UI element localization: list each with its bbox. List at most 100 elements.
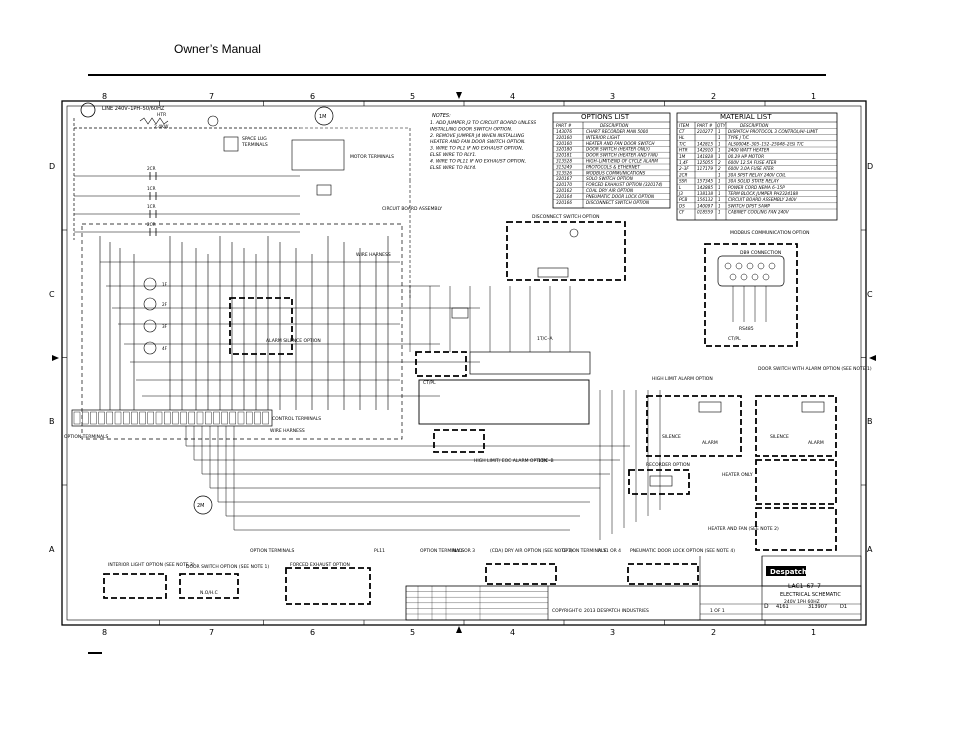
material-row-cell: 1 (718, 197, 721, 202)
high-limit-alarm-option-box (646, 395, 742, 457)
column-marker-bottom: 1 (811, 628, 816, 637)
center-arrow-bottom (456, 626, 462, 633)
options-row-part: 320160 (556, 141, 572, 146)
options-row-desc: MODBUS COMMUNICATIONS (586, 170, 646, 175)
cda-dry-air-option-title: (CDA) DRY AIR OPTION (SEE NOTE 3) (490, 548, 573, 554)
row-marker-left: C (49, 290, 55, 299)
alarm-silence-label: ALARM SILENCE OPTION (266, 338, 321, 344)
wire-harness-label-2: WIRE HARNESS (270, 428, 305, 434)
material-row-cell: 1 (718, 129, 721, 134)
material-row-cell: DISPATCH PROTOCOL 3 CONTROL/HI–LIMIT (728, 129, 818, 134)
page-header: Owner’s Manual (174, 42, 261, 56)
heater-and-fan-label: HEATER AND FAN (SEE NOTE 2) (708, 526, 779, 532)
note-line: 1. ADD JUMPER J3 TO CIRCUIT BOARD UNLESS (430, 120, 536, 126)
material-row-cell: J3 (678, 191, 683, 196)
high-limit-eoc-box (433, 429, 485, 453)
brand-name: Despatch (770, 568, 807, 576)
options-list-title: OPTIONS LIST (581, 113, 630, 121)
door-switch-option-title: DOOR SWITCH OPTION (SEE NOTE 1) (186, 564, 269, 570)
material-row-cell: CIRCUIT BOARD ASSEMBLY 240V (728, 197, 798, 202)
row-marker-right: A (867, 545, 873, 554)
material-header-cell: QTY (717, 123, 726, 128)
material-row-cell: 1 (718, 135, 721, 140)
row-marker-right: C (867, 290, 873, 299)
notes-title: NOTES: (432, 113, 451, 119)
silence-label-2: SILENCE (770, 434, 789, 440)
alarm-silence-option-box (229, 297, 293, 355)
row-marker-left: B (49, 417, 55, 426)
options-row-part: 320170 (556, 182, 572, 187)
material-row-cell: SSR (679, 179, 687, 184)
title-block (405, 585, 862, 621)
column-marker-top: 1 (811, 92, 816, 101)
material-row-cell: HTR (679, 148, 688, 153)
note-line: 2. REMOVE JUMPER J4 WHEN INSTALLING (430, 133, 525, 139)
drawing-revision: D1 (840, 604, 847, 610)
material-row-cell: 2 (718, 160, 721, 165)
material-row-cell: 142910 (697, 148, 713, 153)
door-switch-alarm-option-box (755, 395, 837, 457)
recorder-option-box (628, 469, 690, 495)
rs485-label: RS485 (739, 326, 754, 332)
material-row-cell: 1 (718, 203, 721, 208)
terminal-strip-positions (73, 411, 269, 425)
options-row-desc: PROTOCOLS & ETHERNET (586, 164, 640, 169)
db9-label: DB9 CONNECTION (740, 250, 781, 256)
fuse-label: 4F (162, 346, 168, 351)
relay-contact-label: 2CR (147, 222, 156, 227)
options-row-desc: HEATER AND FAN DOOR SWITCH (586, 141, 655, 146)
power-line-label: LINE 240V–1PH–50/60HZ (102, 106, 165, 112)
option-terminals-label-2: OPTION TERMINALS (250, 548, 295, 554)
material-row-cell: L (679, 185, 682, 190)
options-row-desc: SOLO SWITCH OPTION (586, 176, 634, 181)
motor-terminal-block (291, 139, 345, 171)
material-row-cell: 1 (718, 141, 721, 146)
options-row-desc: COAL DRY AIR OPTION (586, 188, 634, 193)
material-row-cell: 1,4F (679, 160, 689, 165)
motor-symbol (314, 106, 334, 126)
material-row-cell: TERM BLOCK JUMPER PH2324188 (728, 191, 798, 196)
material-row-cell: TYPE J T/C (728, 135, 749, 140)
controller-board (418, 379, 590, 425)
center-arrow-right (869, 355, 876, 361)
material-row-cell: CT (679, 129, 685, 134)
brand-logo (766, 566, 806, 576)
note-line: ELSE WIRE TO RLY4. (430, 165, 477, 171)
heater-only-door-switch-box (755, 459, 837, 505)
tc-b-label: 1T/C–B (538, 458, 554, 464)
column-marker-top: 8 (102, 92, 107, 101)
options-row-part: 320164 (556, 194, 572, 199)
material-row-cell: 1 (718, 148, 721, 153)
heater-element-symbol (139, 117, 169, 125)
drawing-subtitle: 240V 1PH 60HZ (784, 599, 820, 605)
sheet-number: 1 OF 1 (710, 608, 725, 614)
modbus-ct-pl-label: CT/PL (728, 336, 741, 342)
high-limit-alarm-title: HIGH LIMIT ALARM OPTION (652, 376, 713, 382)
note-line: INSTALLING DOOR SWITCH OPTION. (430, 126, 512, 132)
material-row-cell: 600V 3.0A FUSE ATER (728, 166, 774, 171)
options-row-part: 320166 (556, 200, 572, 205)
space-lug-terminals-label: TERMINALS (241, 142, 268, 148)
material-row-cell: 2 (718, 166, 721, 171)
high-limit-eoc-label: HIGH LIMIT/ EOC ALARM OPTION (474, 458, 547, 464)
material-row-cell: 1 (718, 191, 721, 196)
material-row-cell: 00.29 HP MOTOR (728, 154, 764, 159)
rly1-or-4-label: RLY1 OR 4 (598, 548, 621, 554)
options-header-desc: DESCRIPTION (600, 123, 629, 128)
heater-kw-label: 2.4KW (154, 124, 169, 130)
modbus-option-title: MODBUS COMMUNICATION OPTION (730, 230, 810, 236)
silence-label-1: SILENCE (662, 434, 681, 440)
svg-text:1M: 1M (319, 114, 327, 120)
model-number: LAC1–67–7 (788, 583, 821, 590)
material-row-cell: 1M (679, 154, 686, 159)
column-marker-top: 7 (209, 92, 214, 101)
row-marker-right: B (867, 417, 873, 426)
options-row-desc: CHART RECORDER MAN 5000 (586, 129, 648, 134)
options-row-part: 313528 (556, 159, 572, 164)
options-row-part: 320181 (556, 153, 572, 158)
material-row-cell: SWITCH DPST SAMP (728, 203, 770, 208)
